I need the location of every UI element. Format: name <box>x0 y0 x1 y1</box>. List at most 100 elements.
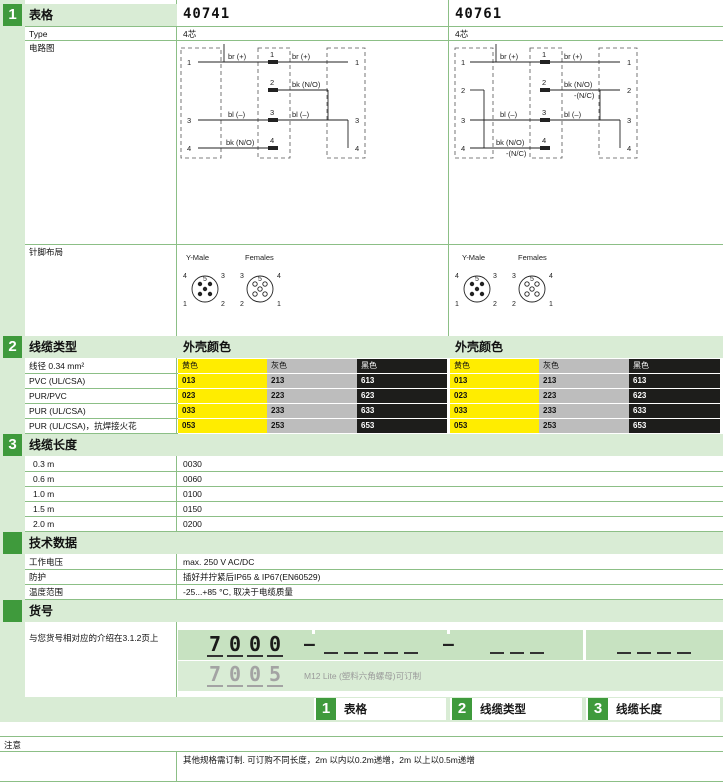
pinout-b-female-label: Females <box>518 253 547 262</box>
circuit-a-wire-r2: bk (N/O) <box>292 80 321 89</box>
cable-color-cell-yellow: 033 <box>450 404 539 418</box>
cable-color-cell-grey: 灰色 <box>539 359 629 373</box>
cable-color-cell-black: 633 <box>629 404 720 418</box>
tech-row-value: 插好并拧紧后IP65 & IP67(EN60529) <box>183 572 321 582</box>
length-row-line <box>25 486 723 487</box>
cable-color-cell-grey: 213 <box>539 374 629 388</box>
circuit-b-right-pin-3: 3 <box>627 116 631 125</box>
circuit-diagram-a: 1 3 4 1 2 3 4 1 3 4 br (+) bl (–) bk (N/… <box>180 44 366 159</box>
pinout-b-male-pin-4: 4 <box>455 273 459 280</box>
order-digit-1: 7 <box>207 632 223 657</box>
section2-title: 线缆类型 <box>29 340 78 354</box>
cable-color-cell-black: 623 <box>357 389 447 403</box>
tech-row-label: 工作电压 <box>29 557 64 567</box>
pinout-b-male-label: Y-Male <box>462 253 485 262</box>
pinout-b-female-pin-4: 4 <box>549 273 553 280</box>
cable-row-line <box>25 373 178 374</box>
length-row-code: 0150 <box>183 504 202 514</box>
cable-color-cell-black: 653 <box>629 419 720 433</box>
order-dash-2: – <box>443 634 454 655</box>
cable-color-cell-grey: 233 <box>267 404 357 418</box>
order-code-box-split3 <box>447 630 450 634</box>
order-blank-1 <box>324 652 338 654</box>
order-blank-10 <box>637 652 651 654</box>
order-blank-11 <box>657 652 671 654</box>
order-blank-12 <box>677 652 691 654</box>
circuit-a-wire-l2: bl (–) <box>228 110 246 119</box>
pinout-a-male-pin-1: 1 <box>183 301 187 308</box>
order-blank-8 <box>530 652 544 654</box>
note-bottom-line <box>0 781 723 782</box>
order-header-bg <box>0 600 723 622</box>
cable-color-cell-yellow: 023 <box>450 389 539 403</box>
legend-item-2-number: 2 <box>452 698 472 720</box>
length-row-code: 0060 <box>183 474 202 484</box>
cable-color-cell-yellow: 黄色 <box>450 359 539 373</box>
order-title: 货号 <box>29 604 54 618</box>
lite-digit-1: 7 <box>207 662 223 687</box>
cable-color-cell-yellow: 黄色 <box>178 359 267 373</box>
cable-row-line <box>25 418 178 419</box>
circuit-b-wire-r3: -(N/C) <box>574 91 595 100</box>
tech-row-value: max. 250 V AC/DC <box>183 557 255 567</box>
section3-number: 3 <box>3 434 22 456</box>
note-mid-line <box>0 751 723 752</box>
cable-color-cell-black: 黑色 <box>357 359 447 373</box>
length-row-code: 0200 <box>183 519 202 529</box>
order-blank-9 <box>617 652 631 654</box>
pinout-b-male-pin-3: 3 <box>493 273 497 280</box>
cable-color-cell-black: 653 <box>357 419 447 433</box>
pinout-a-male-pin-4: 4 <box>183 273 187 280</box>
cable-row-label: PUR (UL/CSA)，抗焊接火花 <box>29 421 137 431</box>
circuit-b-left-pin-3: 3 <box>461 116 465 125</box>
cable-row-label: PUR (UL/CSA) <box>29 406 86 416</box>
cable-color-cell-yellow: 013 <box>178 374 267 388</box>
legend-item-1-number: 1 <box>316 698 336 720</box>
section1-number: 1 <box>3 4 22 26</box>
order-code-box-split2 <box>312 630 315 634</box>
col-divider-b <box>448 0 449 336</box>
pinout-b-female-pin-2: 2 <box>512 301 516 308</box>
section3-header-bg <box>0 434 723 456</box>
length-row-label: 0.3 m <box>33 459 55 469</box>
circuit-b-mid-pin-1: 1 <box>542 50 546 59</box>
tech-header-marker <box>3 532 22 554</box>
cable-color-cell-black: 623 <box>629 389 720 403</box>
product-b-code: 40761 <box>455 6 503 22</box>
pinout-b-female-pin-5: 5 <box>530 276 534 283</box>
circuit-a-wire-l1: br (+) <box>228 52 247 61</box>
type-value-b: 4芯 <box>455 29 469 39</box>
order-dash-1: – <box>304 634 315 655</box>
circuit-a-wire-r1: br (+) <box>292 52 311 61</box>
section2-number: 2 <box>3 336 22 358</box>
pinout-a-male-pin-5: 5 <box>203 276 207 283</box>
section2-header-bg <box>0 336 723 358</box>
circuit-b-right-pin-4: 4 <box>627 144 631 153</box>
lite-note: M12 Lite (塑料六角螺母)可订制 <box>304 671 422 681</box>
length-row-line <box>25 516 723 517</box>
cable-color-cell-black: 613 <box>629 374 720 388</box>
order-header-marker <box>3 600 22 622</box>
note-text: 其他规格需订制. 可订购不同长度，2m 以内以0.2m递增，2m 以上以0.5m… <box>183 755 475 765</box>
length-row-label: 1.5 m <box>33 504 55 514</box>
circuit-a-right-pin-1: 1 <box>355 58 359 67</box>
tech-row-value: -25...+85 °C, 取决于电缆质量 <box>183 587 293 597</box>
pinout-b-female-pin-3: 3 <box>512 273 516 280</box>
cable-color-cell-grey: 213 <box>267 374 357 388</box>
cable-row-line <box>25 433 178 434</box>
circuit-b-wire-r2: bk (N/O) <box>564 80 593 89</box>
pinout-a-female-pin-2: 2 <box>240 301 244 308</box>
legend-item-2-bg <box>450 698 582 720</box>
cable-color-cell-grey: 灰色 <box>267 359 357 373</box>
col-divider-a <box>176 0 177 722</box>
legend-item-3-number: 3 <box>588 698 608 720</box>
circuit-a-wire-l3: bk (N/O) <box>226 138 255 147</box>
section1-header-line <box>25 26 723 27</box>
pinout-b-female-pin-1: 1 <box>549 301 553 308</box>
order-digit-4: 0 <box>267 632 283 657</box>
cable-color-cell-black: 613 <box>357 374 447 388</box>
circuit-b-wire-l3: bk (N/O) <box>496 138 525 147</box>
cable-row-label: 线径 0.34 mm² <box>29 361 85 371</box>
pinout-diagram-a: Y-Male Females 4 3 1 2 5 3 4 2 1 5 <box>183 253 281 308</box>
circuit-b-wire-r4: bl (–) <box>564 110 582 119</box>
